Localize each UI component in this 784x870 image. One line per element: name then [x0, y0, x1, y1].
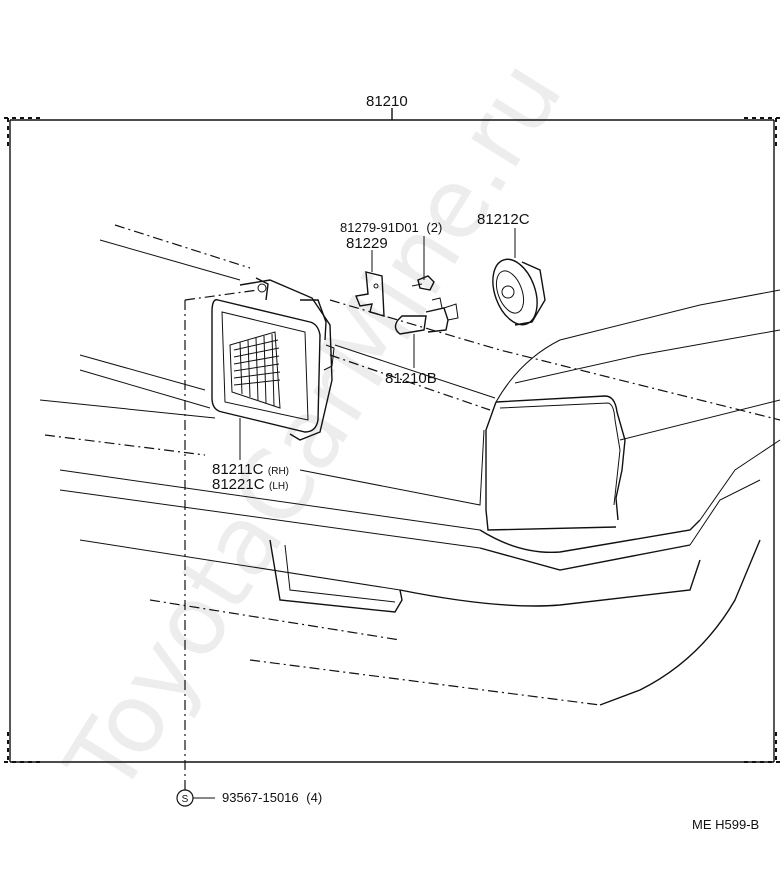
- watermark: ToyotaCarMine.ru: [44, 42, 584, 813]
- diagram-reference: ME H599-B: [692, 817, 759, 832]
- screw-part: [411, 275, 435, 291]
- socket-part: [492, 258, 546, 326]
- label-socket: 81212C: [477, 211, 530, 228]
- label-bracket: 81229: [346, 235, 388, 252]
- label-screw: 81279-91D01 (2): [340, 220, 442, 235]
- label-assembly: 81210: [366, 93, 408, 110]
- part-labels: 81210 81279-91D01 (2) 81212C 81229 81210…: [176, 93, 759, 832]
- bracket-part: [355, 271, 385, 317]
- label-unit-lh: 81221C (LH): [212, 476, 288, 493]
- fog-lamp-unit: [211, 277, 335, 441]
- fastener-symbol-circle: [176, 789, 194, 807]
- bulb-part: [394, 297, 459, 335]
- assembly-frame: [4, 108, 780, 763]
- label-unit-rh: 81211C (RH): [212, 461, 289, 478]
- fastener-symbol: S: [182, 794, 189, 805]
- vehicle-body-outline: [39, 224, 781, 706]
- label-bulb: 81210B: [385, 370, 437, 387]
- label-fastener: 93567-15016 (4): [222, 790, 322, 805]
- leader-lines: [184, 228, 516, 799]
- lens-grille: [229, 331, 281, 409]
